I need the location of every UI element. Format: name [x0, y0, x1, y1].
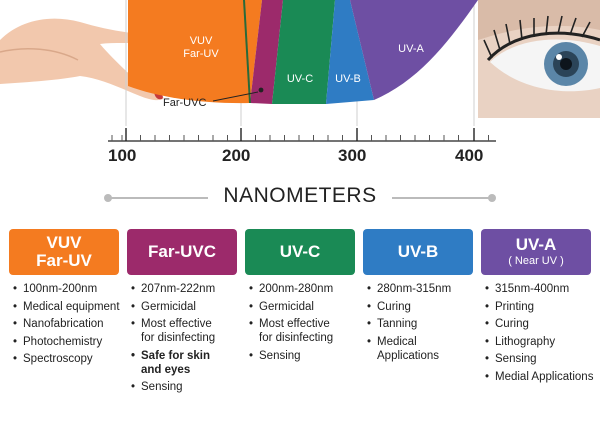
list-item: Sensing	[131, 380, 242, 394]
list-item-text: 315nm-400nm	[495, 283, 570, 295]
spectrum-label-uv-b: UV-B	[335, 73, 361, 85]
list-item-text: for disinfecting	[259, 332, 334, 344]
band-title: UV-A	[515, 235, 557, 255]
scale-label-400: 400	[455, 146, 484, 165]
list-item-text: Safe for skin	[141, 349, 211, 362]
list-item: Tanning	[367, 317, 478, 331]
list-item: Sensing	[485, 352, 596, 366]
hand-photo	[0, 18, 164, 101]
list-item: Germicidal	[249, 300, 360, 314]
spectrum-label-vuv: VUV	[190, 35, 213, 47]
list-item: Nanofabrication	[13, 317, 124, 331]
band-title: UV-C	[279, 242, 321, 262]
list-item-text: Photochemistry	[23, 335, 103, 348]
list-item-text: 207nm-222nm	[141, 283, 216, 295]
list-item-text: Medical Applications	[377, 335, 440, 362]
scale-label-300: 300	[338, 146, 367, 165]
callout-line	[212, 91, 259, 102]
band-header-far-uvc: Far-UVC	[127, 229, 237, 275]
list-item: Medical equipment	[13, 300, 124, 314]
band-title: VUV	[46, 233, 82, 253]
spectrum-label-uv-c: UV-C	[287, 73, 313, 85]
list-item-text: Curing	[495, 318, 529, 330]
list-item: Lithography	[485, 335, 596, 349]
band-title: UV-B	[397, 242, 439, 262]
list-item: Spectroscopy	[13, 352, 124, 366]
callout-dot	[258, 87, 264, 93]
list-item-text: Tanning	[377, 318, 418, 330]
band-subtitle: ( Near UV )	[508, 255, 564, 268]
band-list-uv-c: 200nm-280nmGermicidalMost effective for d…	[248, 282, 360, 366]
callout-label-far-uvc: Far-UVC	[163, 97, 206, 109]
list-item: 315nm-400nm	[485, 282, 596, 296]
list-item-text: for disinfecting	[141, 332, 216, 344]
list-item-text: Most effective	[141, 318, 212, 330]
list-item: 280nm-315nm	[367, 282, 478, 296]
band-header-uv-a: UV-A( Near UV )	[481, 229, 591, 275]
band-list-vuv: 100nm-200nmMedical equipmentNanofabricat…	[12, 282, 124, 370]
list-item-text: Medical equipment	[23, 300, 120, 313]
spectrum-segment-vuv	[128, 0, 262, 104]
list-item-text: 100nm-200nm	[23, 283, 98, 295]
spectrum-label-uv-a: UV-A	[398, 43, 424, 55]
spectrum-segment-uv-c	[272, 0, 335, 104]
list-item: Printing	[485, 300, 596, 314]
band-list-uv-a: 315nm-400nmPrintingCuringLithographySens…	[484, 282, 596, 387]
list-item-text: Germicidal	[259, 300, 314, 313]
axis-title-right-rule	[392, 197, 490, 199]
list-item: Medial Applications	[485, 370, 596, 384]
list-item-text: and eyes	[141, 363, 191, 376]
band-title: Far-UVC	[147, 242, 216, 262]
eye-photo	[478, 0, 600, 118]
axis-title-left-rule	[110, 197, 208, 199]
list-item: Photochemistry	[13, 335, 124, 349]
band-header-uv-c: UV-C	[245, 229, 355, 275]
list-item-text: Sensing	[141, 381, 183, 393]
axis-title-left-dot	[104, 194, 112, 202]
scale-label-100: 100	[108, 146, 137, 165]
list-item: 200nm-280nm	[249, 282, 360, 296]
list-item-text: Most effective	[259, 318, 330, 330]
axis-title: NANOMETERS	[223, 184, 377, 207]
list-item-text: Lithography	[495, 335, 556, 348]
axis-title-right-dot	[488, 194, 496, 202]
list-item: Germicidal	[131, 300, 242, 314]
list-item-text: Medial Applications	[495, 370, 594, 383]
band-list-uv-b: 280nm-315nmCuringTanningMedical Applicat…	[366, 282, 478, 366]
spectrum-label-vuv: Far-UV	[183, 48, 219, 60]
list-item-text: Sensing	[495, 353, 537, 365]
list-item-text: Curing	[377, 300, 411, 313]
list-item-text: Spectroscopy	[23, 353, 93, 365]
list-item-text: 280nm-315nm	[377, 283, 452, 295]
list-item: 100nm-200nm	[13, 282, 124, 296]
list-item: Most effective for disinfecting	[249, 317, 360, 345]
list-item: Medical Applications	[367, 335, 478, 363]
list-item: Curing	[485, 317, 596, 331]
band-header-uv-b: UV-B	[363, 229, 473, 275]
scale-ruler	[108, 0, 496, 142]
list-item-text: 200nm-280nm	[259, 283, 334, 295]
list-item: Sensing	[249, 349, 360, 363]
list-item-text: Germicidal	[141, 300, 196, 313]
band-list-far-uvc: 207nm-222nmGermicidalMost effective for d…	[130, 282, 242, 398]
scale-label-200: 200	[222, 146, 251, 165]
spectrum-segment-uv-b	[326, 0, 374, 104]
list-item-text: Sensing	[259, 349, 301, 362]
spectrum-segment-uv-a	[350, 0, 478, 100]
list-item-text: Printing	[495, 300, 534, 313]
segment-divider	[243, 0, 251, 104]
list-item: Curing	[367, 300, 478, 314]
list-item: 207nm-222nm	[131, 282, 242, 296]
list-item-text: Nanofabrication	[23, 318, 104, 330]
band-title: Far-UV	[36, 251, 92, 270]
list-item: Most effective for disinfecting	[131, 317, 242, 345]
